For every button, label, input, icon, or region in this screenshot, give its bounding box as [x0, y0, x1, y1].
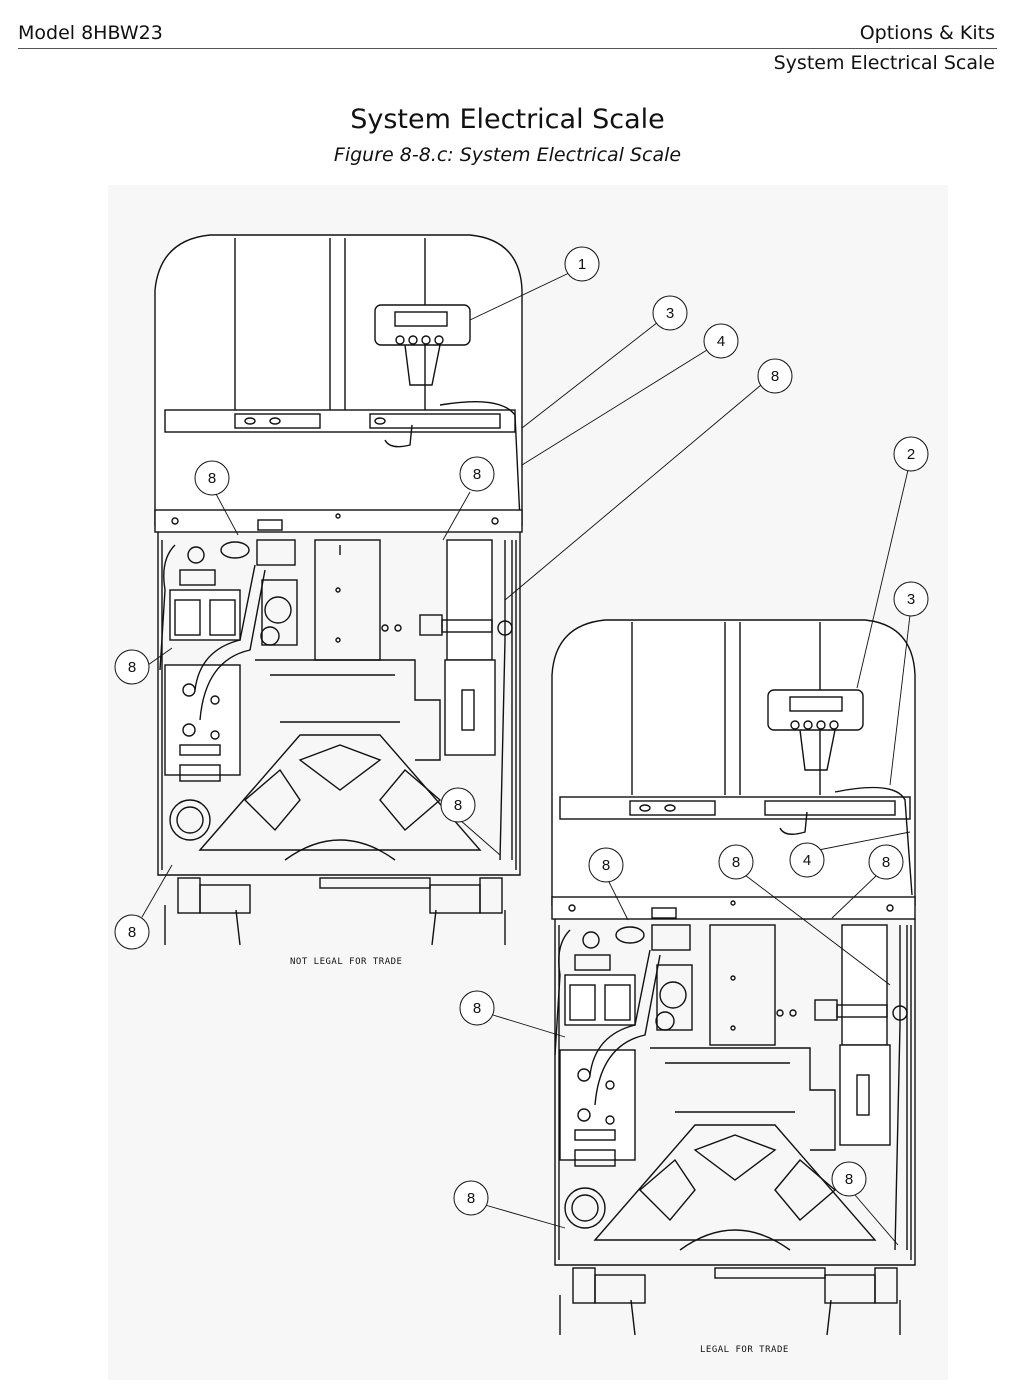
callout-3-right: 3	[907, 591, 915, 608]
callout-8: 8	[882, 854, 890, 871]
callout-8: 8	[771, 368, 779, 385]
callout-8: 8	[602, 857, 610, 874]
not-legal-label: NOT LEGAL FOR TRADE	[290, 957, 402, 967]
callout-bubbles	[114, 246, 929, 1216]
figure-caption: Figure 8-8.c: System Electrical Scale	[333, 144, 682, 166]
callout-8: 8	[732, 854, 740, 871]
page-title: System Electrical Scale	[350, 104, 665, 135]
callout-8: 8	[128, 924, 136, 941]
callout-8: 8	[128, 659, 136, 676]
callout-8: 8	[473, 466, 481, 483]
legal-label: LEGAL FOR TRADE	[700, 1345, 789, 1355]
header-section: Options & Kits	[859, 22, 995, 44]
header-rule	[18, 48, 997, 49]
callout-4-left: 4	[717, 333, 725, 350]
callout-8: 8	[845, 1171, 853, 1188]
callout-4-right: 4	[803, 852, 811, 869]
header-subsection: System Electrical Scale	[773, 52, 995, 74]
callout-8: 8	[467, 1190, 475, 1207]
right-truck	[551, 619, 916, 1336]
callout-8: 8	[208, 470, 216, 487]
header-model: Model 8HBW23	[18, 22, 163, 44]
callout-3-left: 3	[666, 305, 674, 322]
callout-8: 8	[473, 1000, 481, 1017]
leader-lines	[141, 272, 911, 1246]
callout-8: 8	[454, 797, 462, 814]
callout-2: 2	[907, 446, 915, 463]
callout-1: 1	[578, 256, 586, 273]
left-truck	[154, 234, 523, 946]
